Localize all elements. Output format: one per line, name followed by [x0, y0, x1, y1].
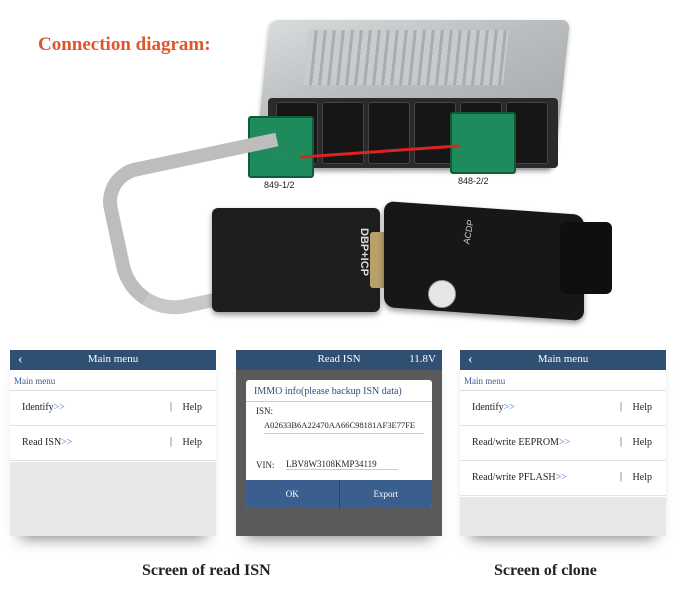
section-label: Main menu — [10, 370, 216, 391]
separator: | — [619, 401, 622, 412]
dialog-title: IMMO info(please backup ISN data) — [246, 380, 432, 402]
voltage-readout: 11.8V — [409, 353, 436, 365]
isn-label: ISN: — [256, 406, 274, 416]
immo-info-dialog: IMMO info(please backup ISN data) ISN: A… — [246, 380, 432, 508]
device-sticker — [428, 280, 456, 308]
screen-read-isn: Read ISN 11.8V IMMO info(please backup I… — [236, 350, 442, 536]
chevron-right-icon: >> — [558, 437, 571, 448]
left-adapter-board: 849-1/2 — [248, 116, 314, 190]
dbp-icp-adapter: DBP+ICP — [212, 208, 380, 312]
screen-title: Main menu — [537, 353, 589, 365]
right-adapter-board: 848-2/2 — [450, 112, 516, 186]
separator: | — [169, 436, 172, 447]
caption-read-isn: Screen of read ISN — [142, 562, 271, 579]
help-button[interactable]: Help — [632, 437, 652, 448]
right-board-label: 848-2/2 — [458, 176, 489, 186]
adapter-label: DBP+ICP — [358, 228, 370, 276]
section-label: Main menu — [460, 370, 666, 391]
empty-area — [10, 462, 216, 536]
dialog-buttons: OK Export — [246, 480, 432, 508]
obd-plug — [560, 222, 612, 294]
help-button[interactable]: Help — [182, 402, 202, 413]
separator: | — [619, 471, 622, 482]
back-icon[interactable]: ‹ — [468, 352, 473, 367]
connection-diagram-heading: Connection diagram: — [38, 34, 211, 55]
help-button[interactable]: Help — [182, 437, 202, 448]
menu-item-eeprom[interactable]: Read/write EEPROM>> | Help — [460, 426, 666, 461]
empty-area — [460, 497, 666, 536]
ok-button[interactable]: OK — [285, 489, 299, 499]
vin-value: LBV8W3108KMP34119 — [286, 459, 398, 470]
back-icon[interactable]: ‹ — [18, 352, 23, 367]
screen-title: Main menu — [87, 353, 139, 365]
chevron-right-icon: >> — [61, 437, 73, 448]
chevron-right-icon: >> — [555, 472, 567, 483]
separator: | — [619, 436, 622, 447]
menu-item-pflash[interactable]: Read/write PFLASH>> | Help — [460, 461, 666, 496]
screen-main-menu-left: ‹ Main menu Main menu Identify>> | Help … — [10, 350, 216, 536]
menu-item-label: Read ISN>> — [22, 437, 73, 448]
menu-item-identify[interactable]: Identify>> | Help — [460, 391, 666, 426]
isn-value: A02633B6A22470AA66C98181AF3E77FE — [264, 419, 424, 434]
separator: | — [169, 401, 172, 412]
menu-item-read-isn[interactable]: Read ISN>> | Help — [10, 426, 216, 461]
obd-device: ACDP — [384, 201, 584, 321]
help-button[interactable]: Help — [632, 472, 652, 483]
menu-item-identify[interactable]: Identify>> | Help — [10, 391, 216, 426]
vin-label: VIN: — [256, 460, 275, 470]
header-bar: Read ISN 11.8V — [236, 350, 442, 370]
device-label: ACDP — [461, 218, 476, 246]
menu-item-label: Read/write EEPROM>> — [472, 437, 571, 448]
menu-item-label: Identify>> — [22, 402, 65, 413]
screen-title: Read ISN — [317, 353, 361, 365]
caption-clone: Screen of clone — [494, 562, 597, 579]
screen-main-menu-right: ‹ Main menu Main menu Identify>> | Help … — [460, 350, 666, 536]
chevron-right-icon: >> — [503, 402, 515, 413]
left-board-label: 849-1/2 — [264, 180, 295, 190]
menu-item-label: Read/write PFLASH>> — [472, 472, 567, 483]
header-bar: ‹ Main menu — [10, 350, 216, 370]
help-button[interactable]: Help — [632, 402, 652, 413]
chevron-right-icon: >> — [53, 402, 65, 413]
menu-item-label: Identify>> — [472, 402, 515, 413]
export-button[interactable]: Export — [338, 480, 433, 508]
header-bar: ‹ Main menu — [460, 350, 666, 370]
